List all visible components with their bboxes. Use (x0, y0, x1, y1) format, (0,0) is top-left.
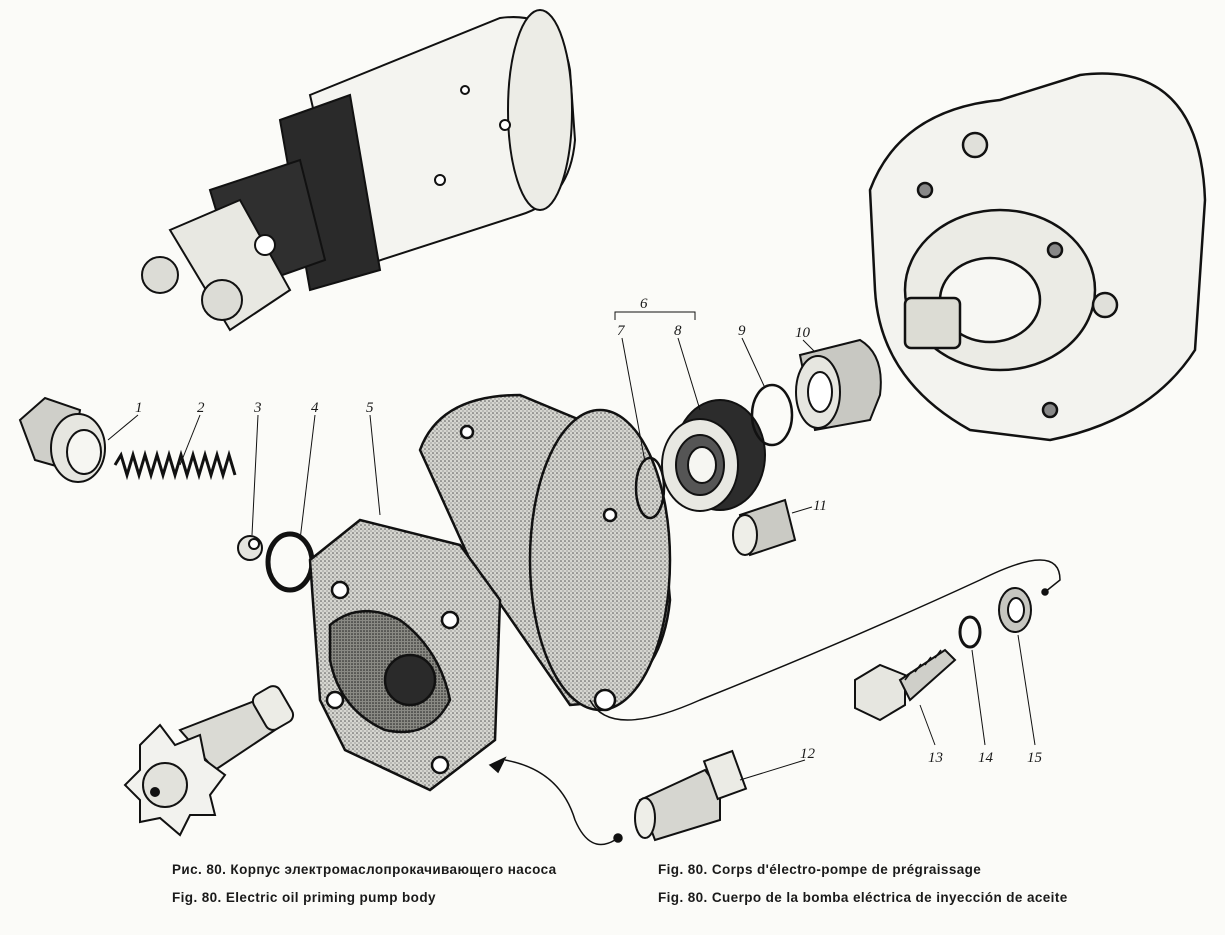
callout-4: 4 (311, 400, 319, 416)
callout-1: 1 (135, 400, 143, 416)
callout-15: 15 (1027, 750, 1043, 766)
part-o-ring (265, 531, 315, 593)
callout-13: 13 (928, 750, 943, 766)
caption-french: Fig. 80. Corps d'électro-pompe de prégra… (658, 862, 982, 877)
part-circlip (750, 383, 794, 447)
callout-14: 14 (978, 750, 994, 766)
part-bearing (661, 399, 766, 512)
callout-7: 7 (617, 323, 626, 339)
assembly-lines (488, 559, 1061, 846)
callout-12: 12 (800, 746, 816, 762)
callout-11: 11 (813, 498, 827, 514)
callout-10: 10 (795, 325, 811, 341)
callout-9: 9 (738, 323, 746, 339)
part-bolt (854, 648, 957, 722)
part-pump-body (308, 393, 672, 792)
part-valve-ball (237, 535, 263, 561)
caption-spanish: Fig. 80. Cuerpo de la bomba eléctrica de… (658, 890, 1068, 905)
caption-russian: Рис. 80. Корпус электромаслопрокачивающе… (172, 862, 557, 877)
part-retaining-ring-7 (634, 456, 666, 520)
part-bushing (732, 498, 797, 557)
pump-cover (868, 72, 1207, 442)
callout-8: 8 (674, 323, 682, 339)
part-splined-sleeve (795, 338, 882, 432)
part-plug (18, 396, 106, 483)
leader-lines (107, 311, 1036, 781)
part-spring-washer (958, 615, 982, 649)
part-washer (998, 587, 1032, 633)
part-banjo-bolt (634, 749, 748, 842)
callout-5: 5 (366, 400, 374, 416)
caption-english: Fig. 80. Electric oil priming pump body (172, 890, 436, 905)
callout-6: 6 (640, 296, 648, 312)
callout-2: 2 (197, 400, 205, 416)
part-spring (113, 449, 237, 481)
electric-motor (141, 9, 577, 332)
callout-numbers: 1 2 3 4 5 6 7 8 9 10 11 12 13 14 15 (135, 296, 1043, 766)
callout-3: 3 (253, 400, 262, 416)
pump-gear-shaft (123, 685, 295, 837)
